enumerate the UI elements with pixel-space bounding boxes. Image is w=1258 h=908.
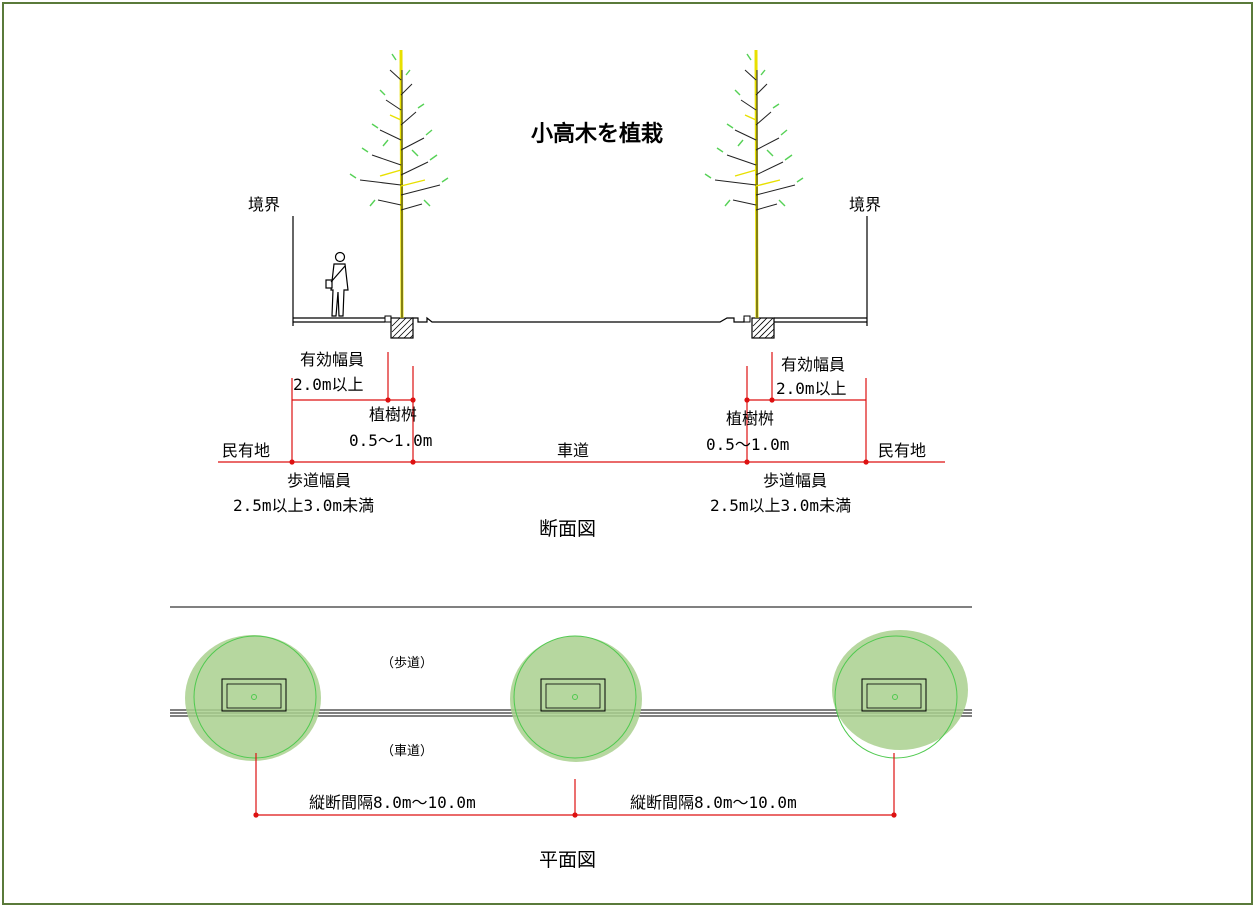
planting-box-value-right: 0.5～1.0m xyxy=(706,435,789,454)
sidewalk-width-value-left: 2.5m以上3.0m未満 xyxy=(233,496,374,515)
planting-box-right xyxy=(743,315,775,339)
pedestrian-figure xyxy=(325,251,349,317)
sidewalk-width-value-right: 2.5m以上3.0m未満 xyxy=(710,496,851,515)
effective-width-label-left: 有効幅員 xyxy=(300,350,364,369)
section-caption: 断面図 xyxy=(539,518,596,540)
roadway-label-section: 車道 xyxy=(557,441,589,460)
spacing-label-right: 縦断間隔8.0m～10.0m xyxy=(630,793,797,812)
roadway-label-plan: （車道） xyxy=(381,744,433,759)
effective-width-label-right: 有効幅員 xyxy=(781,355,845,374)
planting-box-label-right: 植樹桝 xyxy=(726,409,774,428)
dimension-points-plan xyxy=(253,812,897,818)
planting-box-value-left: 0.5～1.0m xyxy=(349,431,432,450)
effective-width-value-right: 2.0m以上 xyxy=(776,379,847,398)
tree-canopy-3 xyxy=(832,630,968,759)
effective-width-value-left: 2.0m以上 xyxy=(293,375,364,394)
private-land-label-left: 民有地 xyxy=(222,441,270,460)
dimension-points-section xyxy=(289,397,869,465)
sidewalk-width-label-right: 歩道幅員 xyxy=(763,471,827,490)
plan-caption: 平面図 xyxy=(539,849,596,871)
section-view: 小高木を植栽 境界 境界 有効幅員 2.0m以上 有効幅員 2.0m以上 植樹桝… xyxy=(218,49,945,540)
tree-right xyxy=(704,49,804,319)
boundary-label-right: 境界 xyxy=(849,195,881,214)
tree-canopy-1 xyxy=(185,635,321,761)
private-land-label-right: 民有地 xyxy=(878,441,926,460)
boundary-label-left: 境界 xyxy=(248,195,280,214)
sidewalk-label-plan: （歩道） xyxy=(381,656,433,671)
section-title: 小高木を植栽 xyxy=(531,121,663,147)
spacing-label-left: 縦断間隔8.0m～10.0m xyxy=(309,793,476,812)
ground-line xyxy=(292,216,868,326)
tree-left xyxy=(349,49,449,319)
planting-box-left xyxy=(384,315,414,339)
planting-box-label-left: 植樹桝 xyxy=(369,405,417,424)
dimension-lines-section xyxy=(218,352,945,463)
plan-view: （歩道） （車道） 縦断間隔8.0m～10.0m 縦断間隔8.0m～10.0m … xyxy=(170,606,972,871)
sidewalk-width-label-left: 歩道幅員 xyxy=(287,471,351,490)
tree-canopy-2 xyxy=(510,635,642,762)
